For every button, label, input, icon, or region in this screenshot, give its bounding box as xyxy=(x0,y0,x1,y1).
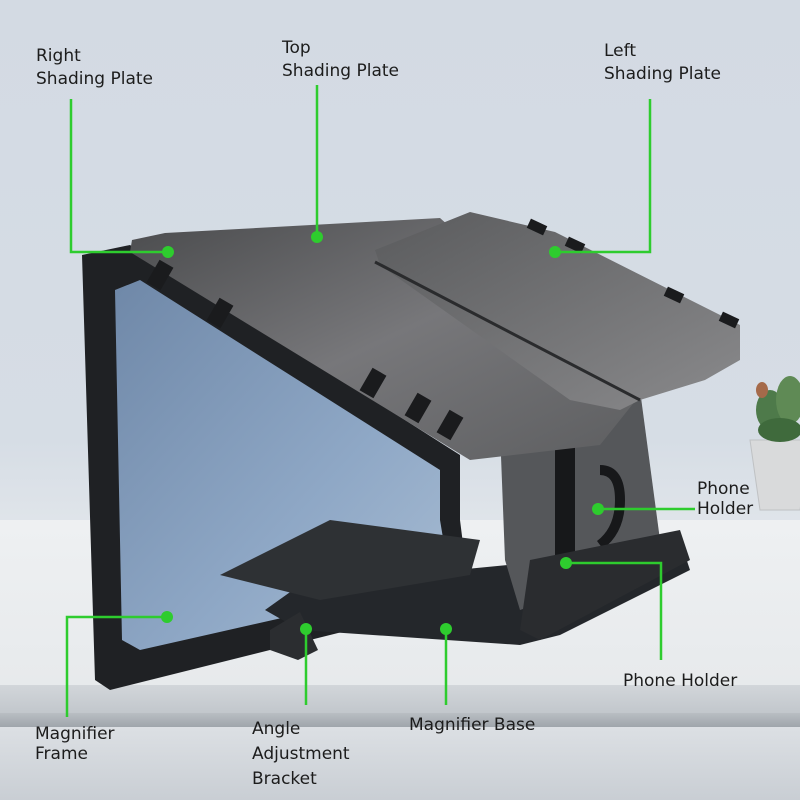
label-angle-adjustment-bracket: Angle Adjustment Bracket xyxy=(252,719,350,789)
callout-dots xyxy=(161,231,604,635)
label-right-shading-plate: Right Shading Plate xyxy=(36,46,153,89)
plant-decoration xyxy=(749,376,800,511)
label-left-shading-plate: Left Shading Plate xyxy=(604,41,721,84)
label-magnifier-base: Magnifier Base xyxy=(409,715,536,735)
callout-lines xyxy=(65,85,695,717)
shelf-top xyxy=(0,685,800,713)
top-shading-plate-shape xyxy=(130,218,640,460)
label-phone-holder-lower: Phone Holder xyxy=(623,671,738,691)
left-shading-plate-shape xyxy=(375,212,740,410)
label-magnifier-frame: Magnifier Frame xyxy=(35,724,115,764)
shelf-edge xyxy=(0,713,800,727)
label-phone-holder-upper: Phone Holder xyxy=(697,479,754,519)
label-top-shading-plate: Top Shading Plate xyxy=(282,38,399,81)
